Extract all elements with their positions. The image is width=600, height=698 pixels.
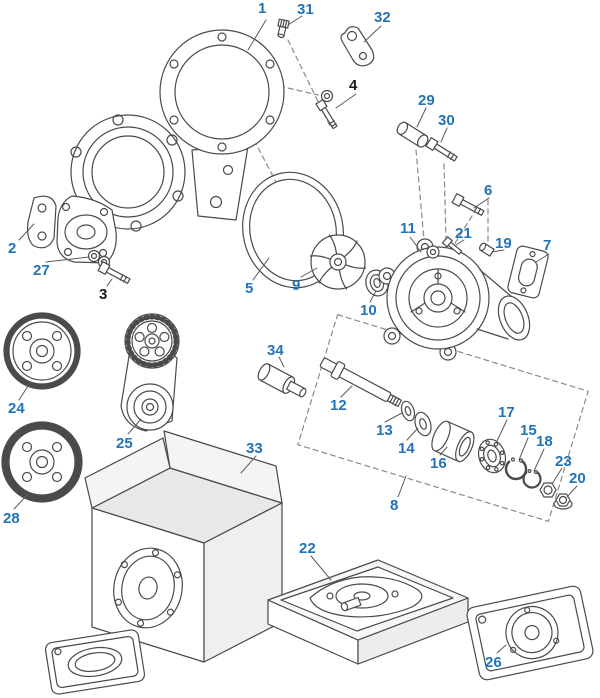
callout-31: 31 xyxy=(297,1,314,18)
part-26-gasket-pack xyxy=(466,585,594,681)
box-print-pump xyxy=(113,547,183,629)
part-30-bolt xyxy=(425,137,458,162)
callout-19: 19 xyxy=(495,235,512,252)
callout-7: 7 xyxy=(543,237,552,254)
callout-32: 32 xyxy=(374,9,391,26)
callout-12: 12 xyxy=(330,397,347,414)
kit-gasket xyxy=(309,576,423,618)
callout-26: 26 xyxy=(485,654,502,671)
callout-25: 25 xyxy=(116,435,133,452)
callout-13: 13 xyxy=(376,422,393,439)
part-rear-housing xyxy=(70,114,186,232)
callout-1: 1 xyxy=(258,0,267,17)
part-31-plug xyxy=(277,18,290,38)
part-4-bolt xyxy=(315,89,338,130)
part-20-nut xyxy=(553,493,573,510)
callout-24: 24 xyxy=(8,400,25,417)
callout-30: 30 xyxy=(438,112,455,129)
callout-8: 8 xyxy=(390,497,399,514)
part-14-slinger xyxy=(414,411,432,437)
callout-10: 10 xyxy=(360,302,377,319)
part-24-pulley xyxy=(3,312,81,390)
part-12-shaft xyxy=(319,357,402,408)
part-1-bracket xyxy=(159,29,285,221)
part-28-pulley xyxy=(1,421,83,503)
callout-9: 9 xyxy=(292,277,301,294)
part-6-bolt xyxy=(451,193,485,216)
callout-6: 6 xyxy=(484,182,493,199)
callout-23: 23 xyxy=(555,453,572,470)
part-33-box xyxy=(84,430,283,663)
part-5-gasket xyxy=(242,171,344,289)
callout-22: 22 xyxy=(299,540,316,557)
part-11-housing xyxy=(378,238,531,361)
assembly-dashed-lines xyxy=(253,39,589,522)
part-18-snap-ring xyxy=(522,469,542,489)
callout-15: 15 xyxy=(520,422,537,439)
part-pump-body xyxy=(56,195,117,264)
callout-33: 33 xyxy=(246,440,263,457)
impeller-vanes xyxy=(309,234,367,290)
part-13-washer xyxy=(400,400,416,422)
part-32-lever xyxy=(340,26,375,67)
callout-14: 14 xyxy=(398,440,415,457)
callout-11: 11 xyxy=(400,220,416,237)
part-17-bearing xyxy=(477,438,507,474)
part-21-bolt xyxy=(441,236,463,255)
callout-16: 16 xyxy=(430,455,447,472)
callout-29: 29 xyxy=(418,92,435,109)
callout-27: 27 xyxy=(33,262,50,279)
callout-28: 28 xyxy=(3,510,20,527)
part-9-impeller xyxy=(309,234,367,290)
callout-20: 20 xyxy=(569,470,586,487)
part-7-plate xyxy=(507,245,549,299)
part-29-spacer xyxy=(396,121,429,148)
part-15-snap-ring xyxy=(504,457,528,481)
callout-34: 34 xyxy=(267,342,284,359)
callout-3: 3 xyxy=(99,286,108,303)
part-22-kit-box xyxy=(267,559,469,665)
part-2-gasket xyxy=(27,195,57,249)
part-25-tensioner xyxy=(120,313,180,432)
part-19-plug xyxy=(479,242,495,257)
callout-4: 4 xyxy=(349,77,358,94)
part-34-sleeve xyxy=(257,363,307,398)
callout-2: 2 xyxy=(8,240,17,257)
callout-17: 17 xyxy=(498,404,515,421)
callout-5: 5 xyxy=(245,280,254,297)
shaft-kit-boundary xyxy=(297,314,589,522)
callout-18: 18 xyxy=(536,433,553,450)
callout-21: 21 xyxy=(455,225,472,242)
part-3-bolt xyxy=(97,261,131,284)
part-33-gasket-pack xyxy=(44,629,146,695)
part-23-nut xyxy=(539,482,557,498)
leader-lines xyxy=(13,15,578,654)
